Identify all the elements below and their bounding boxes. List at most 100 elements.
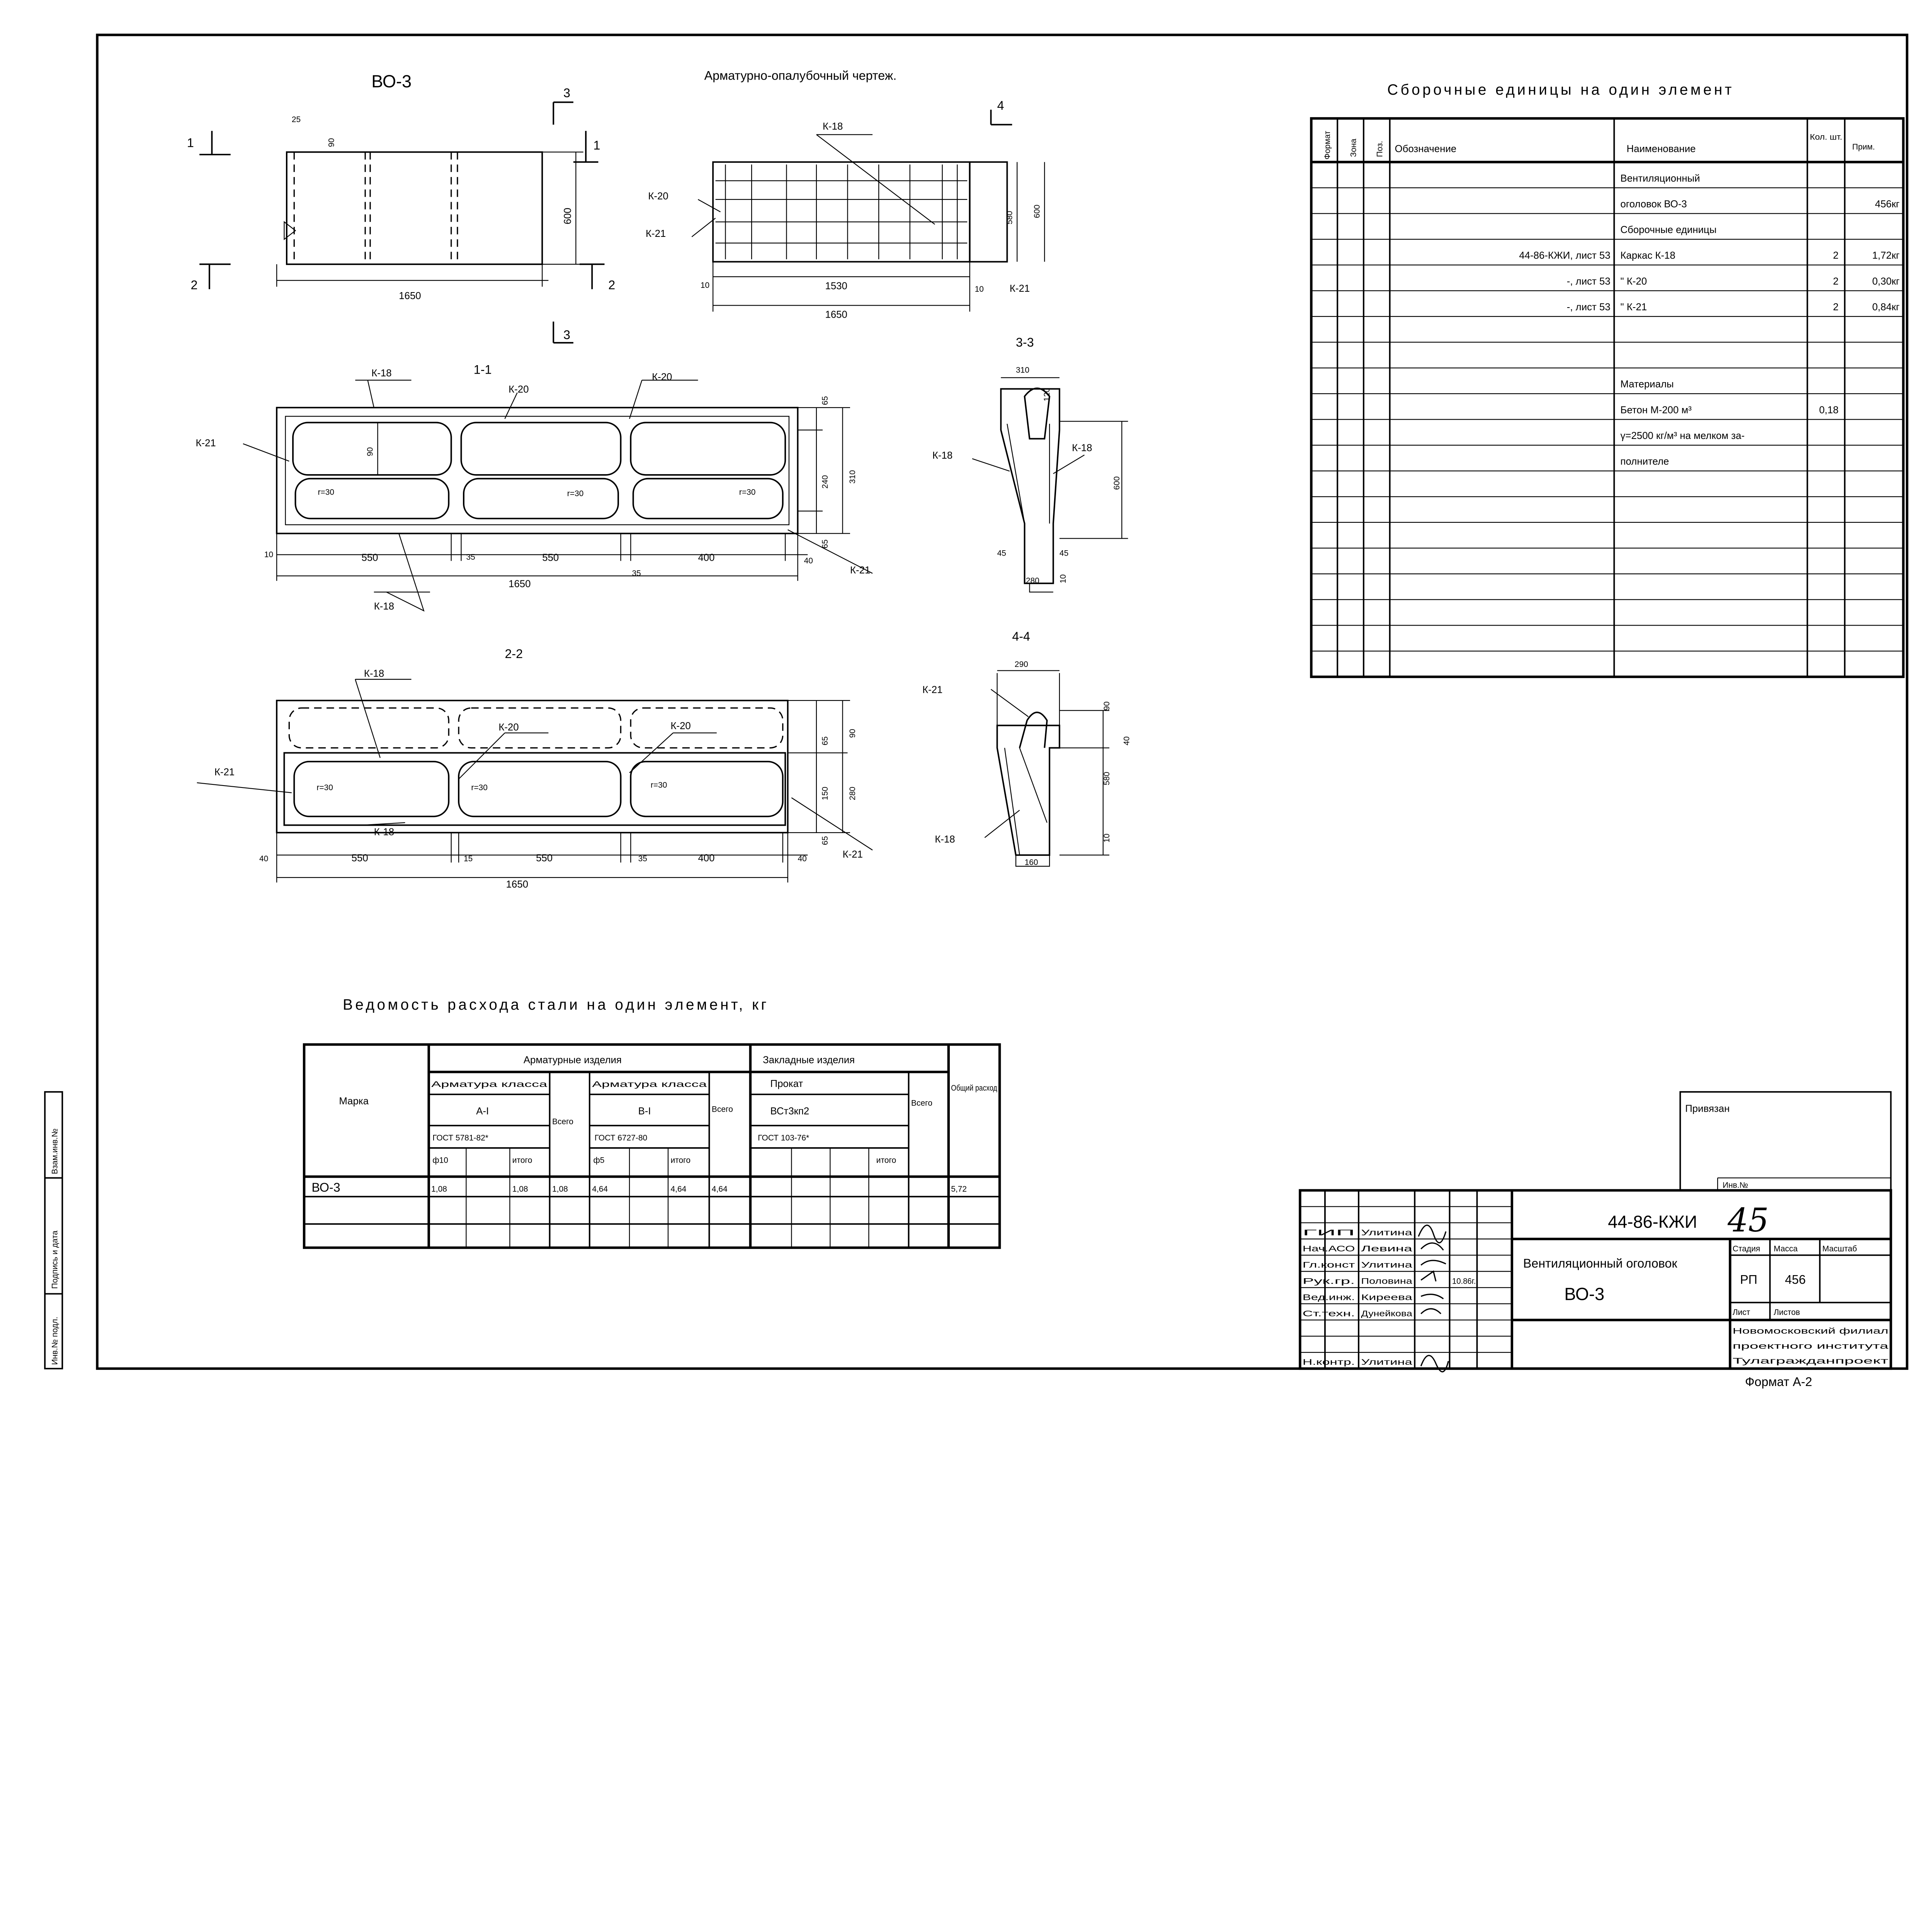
dimension: 35	[466, 553, 475, 561]
frame-label: К-21	[850, 565, 870, 576]
side-stamp-signature: Подпись и дата	[50, 1230, 59, 1289]
steel-cell: 4,64	[712, 1185, 728, 1194]
section-title: 1-1	[474, 363, 492, 377]
dimension: 25	[292, 115, 301, 124]
dimension: 550	[542, 553, 559, 563]
organization-line: проектного института	[1733, 1342, 1889, 1350]
steel-rebar-class: Арматура класса	[592, 1080, 707, 1089]
spec-cell: Бетон М-200 м³	[1621, 405, 1692, 415]
steel-subtotal: итого	[670, 1156, 690, 1165]
dimension: 45	[1060, 549, 1068, 558]
spec-header: Обозначение	[1395, 144, 1457, 155]
section-title: 2-2	[505, 647, 523, 661]
steel-header-mark: Марка	[339, 1096, 369, 1107]
sheet-number: 45	[1727, 1201, 1769, 1239]
dimension: 35	[632, 569, 641, 578]
dimension: 1650	[399, 291, 421, 301]
table-row: Вентиляционный	[1621, 173, 1700, 184]
dimension: 310	[1016, 366, 1029, 375]
dimension: 65	[821, 539, 830, 548]
frame-label: К-18	[1072, 443, 1092, 454]
staff-row: Вед.инж.Киреева	[1303, 1293, 1412, 1302]
section-4-4: 4-4 К-21 К-18 290 90 40 580 160 10	[922, 629, 1131, 867]
dimension: 90	[327, 138, 336, 147]
dimension: 10	[701, 281, 709, 290]
section-mark: 3	[563, 328, 570, 342]
staff-date: 10.86г.	[1452, 1277, 1476, 1286]
radius-label: r=30	[316, 783, 333, 792]
mass-value: 456	[1785, 1273, 1806, 1287]
title-block: Привязан Инв.№ 44-86-КЖИ 45 Вентиляционн…	[1299, 1091, 1892, 1372]
section-mark: 4	[997, 99, 1004, 112]
staff-name: Улитина	[1361, 1358, 1413, 1367]
frame-label: К-20	[648, 191, 668, 202]
staff-name: Левина	[1361, 1245, 1413, 1253]
radius-label: r=30	[739, 488, 756, 497]
steel-class: А-I	[476, 1106, 489, 1117]
frame-label: К-20	[498, 722, 519, 733]
attached-label: Привязан	[1685, 1103, 1730, 1114]
steel-gost: ГОСТ 103-76*	[758, 1134, 809, 1143]
dimension: 1650	[509, 578, 531, 589]
spec-header: Кол. шт.	[1810, 133, 1842, 141]
dimension: 280	[848, 787, 857, 800]
spec-cell: γ=2500 кг/м³ на мелком за-	[1621, 430, 1745, 441]
dimension: 290	[1015, 660, 1028, 669]
frame-label: К-18	[374, 601, 394, 612]
steel-rolled: Прокат	[770, 1078, 803, 1089]
sheet-label: Лист	[1733, 1308, 1750, 1317]
side-stamp: Инв.№ подл. Подпись и дата Взам.инв.№	[44, 1091, 63, 1369]
mass-label: Масса	[1774, 1245, 1798, 1253]
spec-cell: Материалы	[1621, 379, 1674, 390]
staff-row: Ст.техн.Дунейкова	[1303, 1309, 1412, 1318]
dimension: 65	[821, 396, 830, 405]
drawing-title: Арматурно-опалубочный чертеж.	[704, 68, 897, 82]
dimension: 40	[259, 854, 268, 863]
section-mark: 2	[608, 278, 615, 292]
section-title: 3-3	[1016, 335, 1034, 349]
section-mark: 2	[191, 278, 198, 292]
frame-label: К-18	[364, 668, 384, 679]
steel-cell: 4,64	[670, 1185, 686, 1194]
spec-header: Формат	[1323, 131, 1332, 160]
dimension: 580	[1005, 211, 1014, 224]
frame-label: К-21	[646, 228, 666, 239]
spec-header: Наименование	[1627, 144, 1696, 155]
spec-cell: 0,84кг	[1872, 302, 1900, 313]
drawing-name: Вентиляционный оголовок	[1523, 1257, 1678, 1270]
sheets-label: Листов	[1774, 1308, 1800, 1317]
dimension: 580	[1102, 772, 1111, 785]
dimension: 400	[698, 553, 714, 563]
dimension: 120	[1043, 388, 1051, 401]
steel-gost: ГОСТ 5781-82*	[432, 1134, 488, 1143]
spec-cell: " К-21	[1621, 302, 1647, 313]
stage-label: Стадия	[1733, 1245, 1760, 1253]
dimension: 65	[821, 736, 830, 745]
organization-line: Новомосковский филиал	[1733, 1327, 1888, 1336]
spec-title: Сборочные единицы на один элемент	[1387, 82, 1734, 98]
dimension: 1650	[825, 310, 847, 320]
radius-label: r=30	[567, 489, 584, 498]
staff-role: Нач.АСО	[1303, 1245, 1355, 1253]
spec-header: Прим.	[1852, 143, 1875, 151]
staff-name: Киреева	[1361, 1293, 1413, 1302]
dimension: 600	[1032, 205, 1041, 218]
dimension: 65	[821, 836, 830, 845]
dimension: 550	[536, 853, 553, 864]
steel-class: В-I	[638, 1106, 651, 1117]
spec-cell: -, лист 53	[1567, 302, 1611, 313]
dimension: 600	[562, 208, 573, 224]
dimension: 550	[352, 853, 368, 864]
dimension: 35	[638, 854, 647, 863]
steel-gost: ГОСТ 6727-80	[595, 1134, 647, 1143]
staff-role: Гл.конст	[1303, 1261, 1355, 1270]
frame-label: К-18	[932, 450, 952, 461]
frame-label: К-21	[1010, 283, 1030, 294]
steel-total: Всего	[552, 1117, 573, 1126]
spec-cell: 2	[1833, 276, 1838, 287]
dimension: 10	[1102, 833, 1111, 842]
